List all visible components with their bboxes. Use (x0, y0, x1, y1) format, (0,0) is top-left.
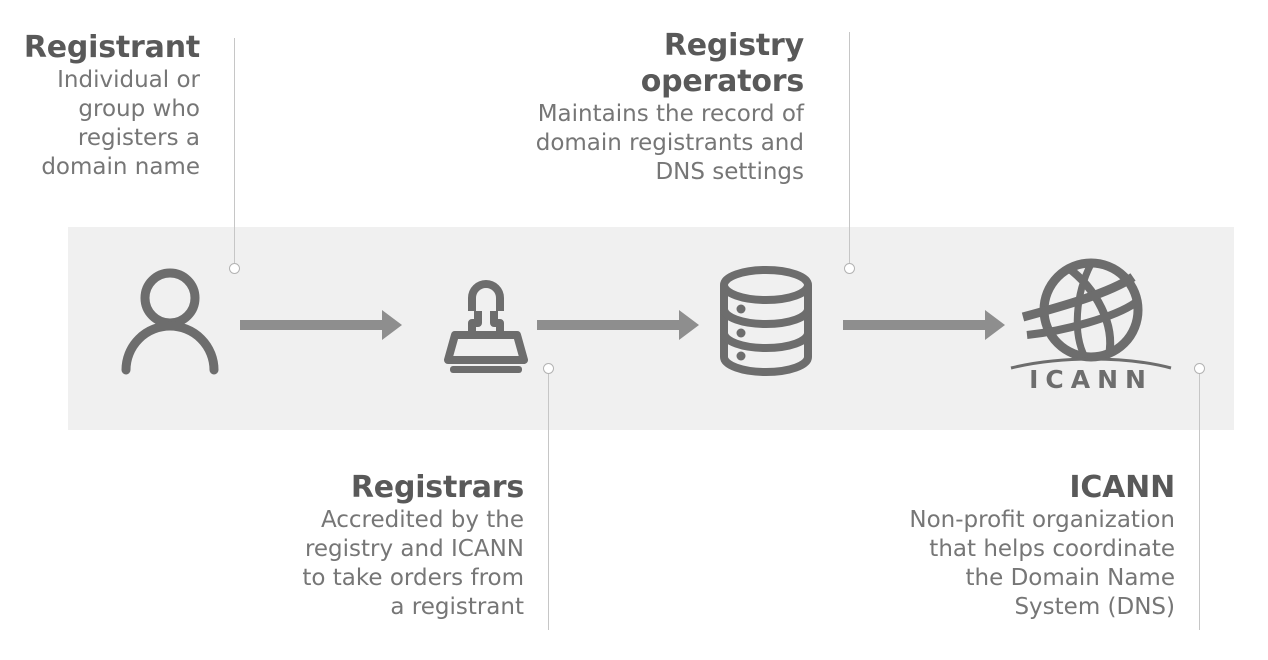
flow-node-icann: ICANN (1005, 255, 1175, 394)
arrow-right-icon (843, 310, 1005, 340)
callout-registrant-title: Registrant (23, 30, 200, 65)
callout-registrars-title: Registrars (350, 470, 524, 505)
callout-registrant: Registrant Individual or group who regis… (0, 30, 200, 182)
connector-dot-registrars (543, 363, 554, 374)
callout-registrars: Registrars Accredited by the registry an… (296, 470, 524, 622)
flow-node-registrant (110, 265, 230, 379)
flow-node-registry (716, 265, 816, 381)
icann-wordmark: ICANN (1029, 365, 1153, 390)
connector-dot-registry-operators (844, 263, 855, 274)
connector-dot-registrant (229, 263, 240, 274)
icann-logo: ICANN (1010, 258, 1172, 394)
callout-registrars-body: Accredited by the registry and ICANN to … (302, 507, 524, 620)
connector-line-registrars (548, 368, 549, 630)
database-icon (720, 266, 812, 376)
callout-registry-operators: Registry operators Maintains the record … (500, 28, 804, 187)
flow-arrow-3 (843, 310, 1005, 344)
callout-registry-operators-title: Registry operators (640, 28, 804, 99)
arrow-right-icon (240, 310, 402, 340)
callout-icann-body: Non-profit organization that helps coord… (909, 507, 1175, 620)
callout-icann: ICANN Non-profit organization that helps… (885, 470, 1175, 622)
stamp-icon (444, 280, 528, 373)
flow-node-registrar (438, 265, 534, 379)
flow-arrow-1 (240, 310, 402, 344)
callout-icann-title: ICANN (1069, 470, 1175, 505)
connector-line-registry-operators (849, 32, 850, 268)
connector-line-icann (1199, 368, 1200, 630)
globe-icon (1021, 258, 1143, 362)
arrow-right-icon (537, 310, 699, 340)
connector-dot-icann (1194, 363, 1205, 374)
callout-registry-operators-body: Maintains the record of domain registran… (535, 101, 804, 185)
flow-arrow-2 (537, 310, 699, 344)
swoosh-arc-icon (1010, 357, 1172, 370)
callout-registrant-body: Individual or group who registers a doma… (41, 67, 200, 180)
connector-line-registrant (234, 38, 235, 268)
person-icon (121, 268, 219, 375)
